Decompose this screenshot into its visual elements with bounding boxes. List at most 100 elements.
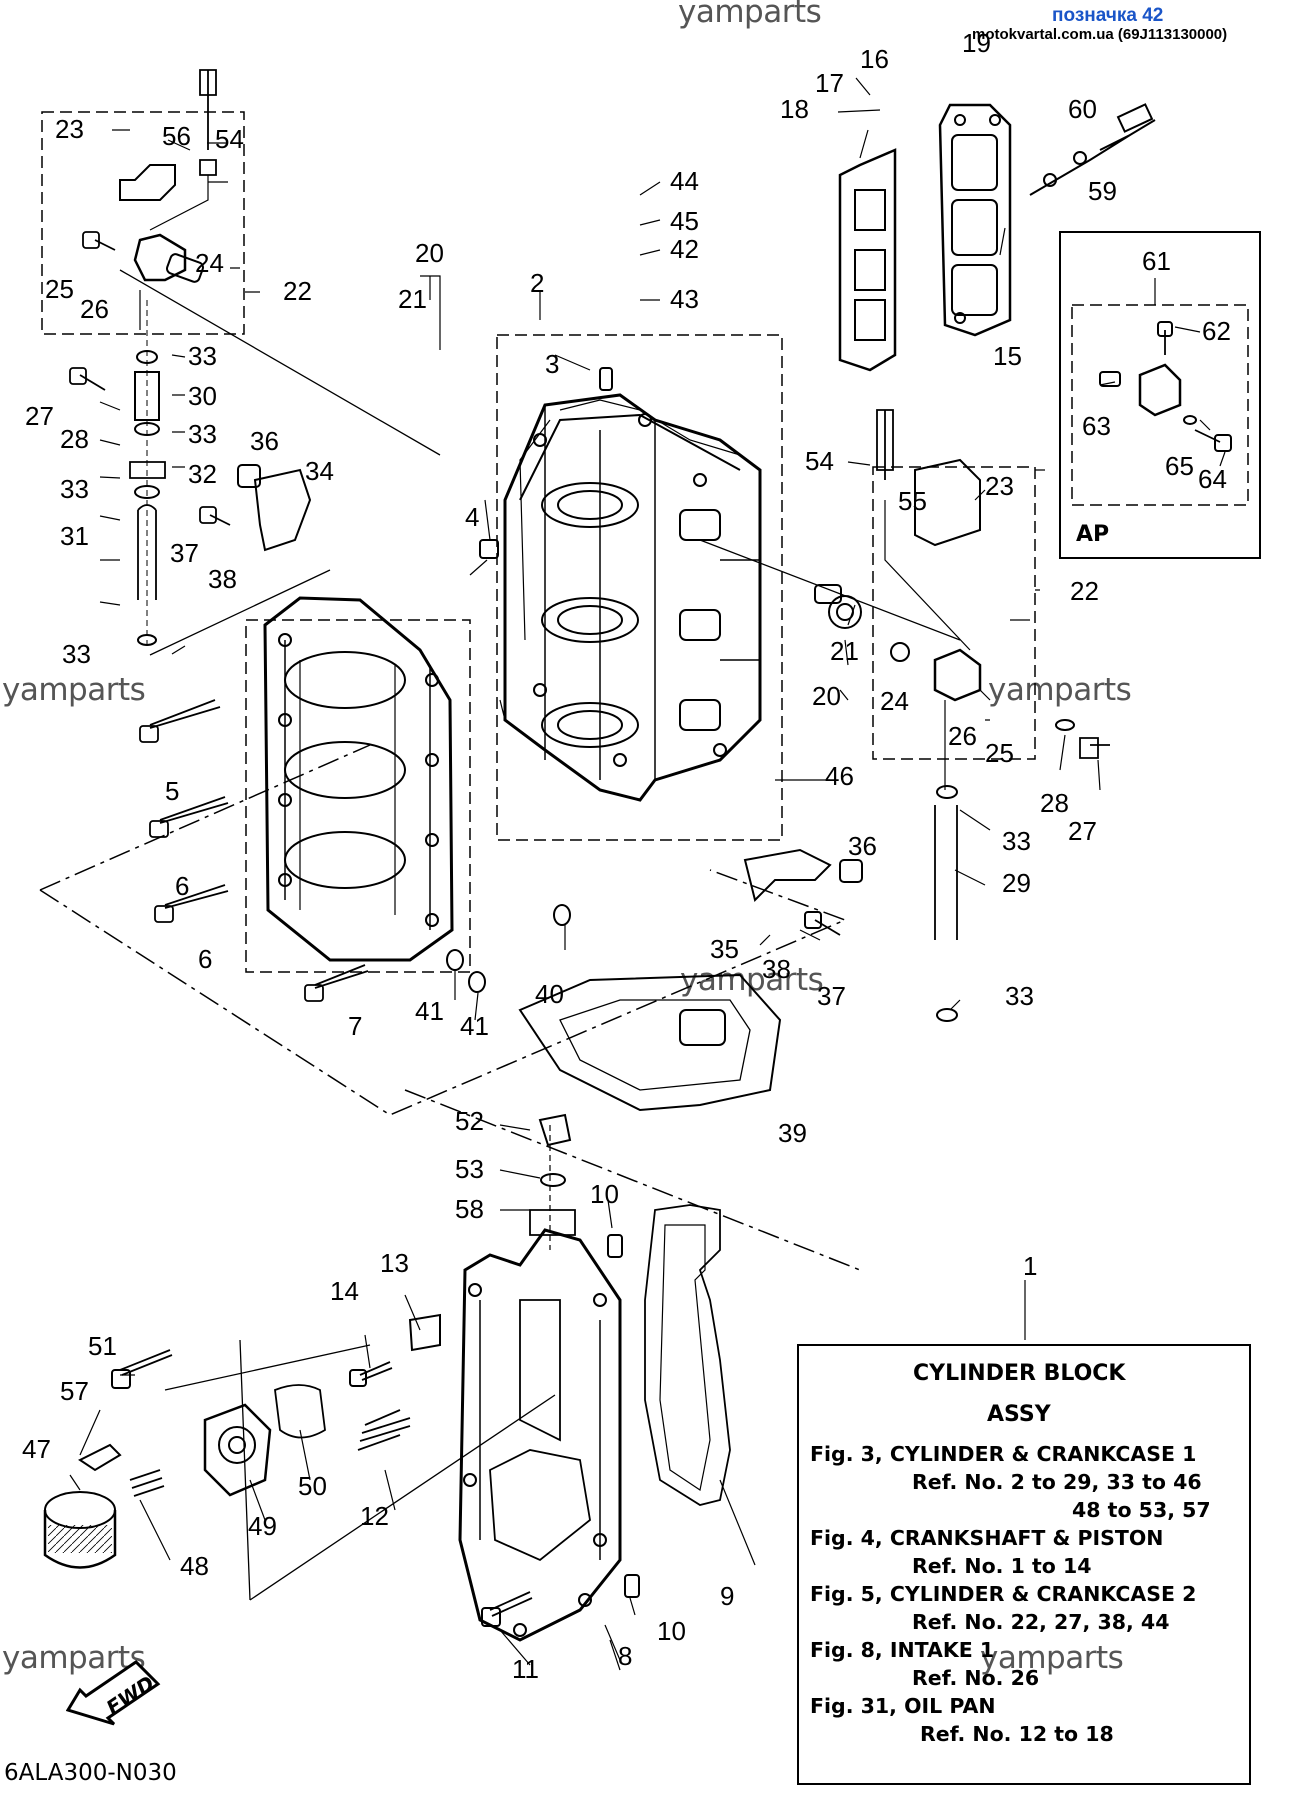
callout-21: 21 <box>398 284 427 314</box>
callout-12: 12 <box>360 1501 389 1531</box>
callout-1: 1 <box>1023 1251 1037 1281</box>
exhaust-gasket-part <box>838 148 897 372</box>
callout-36: 36 <box>250 426 279 456</box>
oil-filter-part <box>43 1491 117 1569</box>
callout-22: 22 <box>283 276 312 306</box>
callout-24: 24 <box>195 248 224 278</box>
legend-line: 48 to 53, 57 <box>1072 1498 1211 1522</box>
legend-title: CYLINDER BLOCK <box>913 1361 1126 1386</box>
callout-25: 25 <box>985 738 1014 768</box>
callout-33: 33 <box>188 341 217 371</box>
callout-36: 36 <box>848 831 877 861</box>
callout-58: 58 <box>455 1194 484 1224</box>
callout-27: 27 <box>1068 816 1097 846</box>
legend-line: Fig. 31, OIL PAN <box>810 1694 996 1718</box>
callout-37: 37 <box>170 538 199 568</box>
legend-line: Ref. No. 22, 27, 38, 44 <box>912 1610 1170 1634</box>
callout-37: 37 <box>817 981 846 1011</box>
callout-48: 48 <box>180 1551 209 1581</box>
forward-arrow-icon: FWD <box>66 1660 161 1726</box>
callout-38: 38 <box>208 564 237 594</box>
legend-line: Ref. No. 12 to 18 <box>920 1722 1114 1746</box>
site-subtitle: motokvartal.com.ua (69J113130000) <box>972 26 1228 43</box>
callout-10: 10 <box>657 1616 686 1646</box>
callout-20: 20 <box>415 238 444 268</box>
callout-59: 59 <box>1088 176 1117 206</box>
callout-33: 33 <box>1005 981 1034 1011</box>
callout-27: 27 <box>25 401 54 431</box>
callout-40: 40 <box>535 979 564 1009</box>
reference-legend <box>797 1344 1251 1785</box>
callout-44: 44 <box>670 166 699 196</box>
callout-6: 6 <box>198 944 212 974</box>
callout-41: 41 <box>415 996 444 1026</box>
base-gasket-part <box>518 973 782 1112</box>
legend-line: Ref. No. 1 to 14 <box>912 1554 1092 1578</box>
legend-line: Fig. 8, INTAKE 1 <box>810 1638 995 1662</box>
oil-pan-part <box>458 1228 622 1642</box>
callout-9: 9 <box>720 1581 734 1611</box>
callout-15: 15 <box>993 341 1022 371</box>
callout-41: 41 <box>460 1011 489 1041</box>
callout-33: 33 <box>62 639 91 669</box>
watermark: yamparts <box>988 672 1132 708</box>
callout-47: 47 <box>22 1434 51 1464</box>
callout-35: 35 <box>710 934 739 964</box>
callout-34: 34 <box>305 456 334 486</box>
diagram-code: 6ALA300-N030 <box>4 1760 177 1786</box>
callout-20: 20 <box>812 681 841 711</box>
callout-52: 52 <box>455 1106 484 1136</box>
callout-8: 8 <box>618 1641 632 1671</box>
callout-33: 33 <box>60 474 89 504</box>
crankcase-half-part <box>245 596 471 973</box>
callout-33: 33 <box>1002 826 1031 856</box>
callout-23: 23 <box>55 114 84 144</box>
legend-line: Fig. 5, CYLINDER & CRANKCASE 2 <box>810 1582 1197 1606</box>
callout-43: 43 <box>670 284 699 314</box>
legend-line: Ref. No. 26 <box>912 1666 1040 1690</box>
callout-16: 16 <box>860 44 889 74</box>
callout-23: 23 <box>985 471 1014 501</box>
legend-line: Fig. 3, CYLINDER & CRANKCASE 1 <box>810 1442 1197 1466</box>
callout-22: 22 <box>1070 576 1099 606</box>
callout-61: 61 <box>1142 246 1171 276</box>
callout-19: 19 <box>962 28 991 58</box>
watermark: yamparts <box>680 962 824 998</box>
callout-54: 54 <box>805 446 834 476</box>
callout-7: 7 <box>348 1011 362 1041</box>
callout-51: 51 <box>88 1331 117 1361</box>
callout-11: 11 <box>512 1654 539 1684</box>
callout-28: 28 <box>1040 788 1069 818</box>
callout-2: 2 <box>530 268 544 298</box>
callout-64: 64 <box>1198 464 1227 494</box>
callout-42: 42 <box>670 234 699 264</box>
callout-32: 32 <box>188 459 217 489</box>
inset-label: AP <box>1076 522 1110 547</box>
callout-31: 31 <box>60 521 89 551</box>
watermark: yamparts <box>2 672 146 708</box>
cylinder-block-part <box>496 334 783 841</box>
callout-5: 5 <box>165 776 179 806</box>
callout-39: 39 <box>778 1118 807 1148</box>
callout-33: 33 <box>188 419 217 449</box>
callout-62: 62 <box>1202 316 1231 346</box>
callout-50: 50 <box>298 1471 327 1501</box>
callout-38: 38 <box>762 954 791 984</box>
callout-60: 60 <box>1068 94 1097 124</box>
watermark: yamparts <box>980 1640 1124 1676</box>
callout-63: 63 <box>1082 411 1111 441</box>
callout-54: 54 <box>215 124 244 154</box>
legend-subtitle: ASSY <box>987 1402 1051 1427</box>
callout-6: 6 <box>175 871 189 901</box>
callout-55: 55 <box>898 486 927 516</box>
callout-18: 18 <box>780 94 809 124</box>
callout-26: 26 <box>948 721 977 751</box>
site-link[interactable]: позначка 42 <box>1052 5 1164 26</box>
callout-17: 17 <box>815 68 844 98</box>
callout-57: 57 <box>60 1376 89 1406</box>
callout-29: 29 <box>1002 868 1031 898</box>
callout-4: 4 <box>465 502 479 532</box>
callout-14: 14 <box>330 1276 359 1306</box>
callout-56: 56 <box>162 121 191 151</box>
